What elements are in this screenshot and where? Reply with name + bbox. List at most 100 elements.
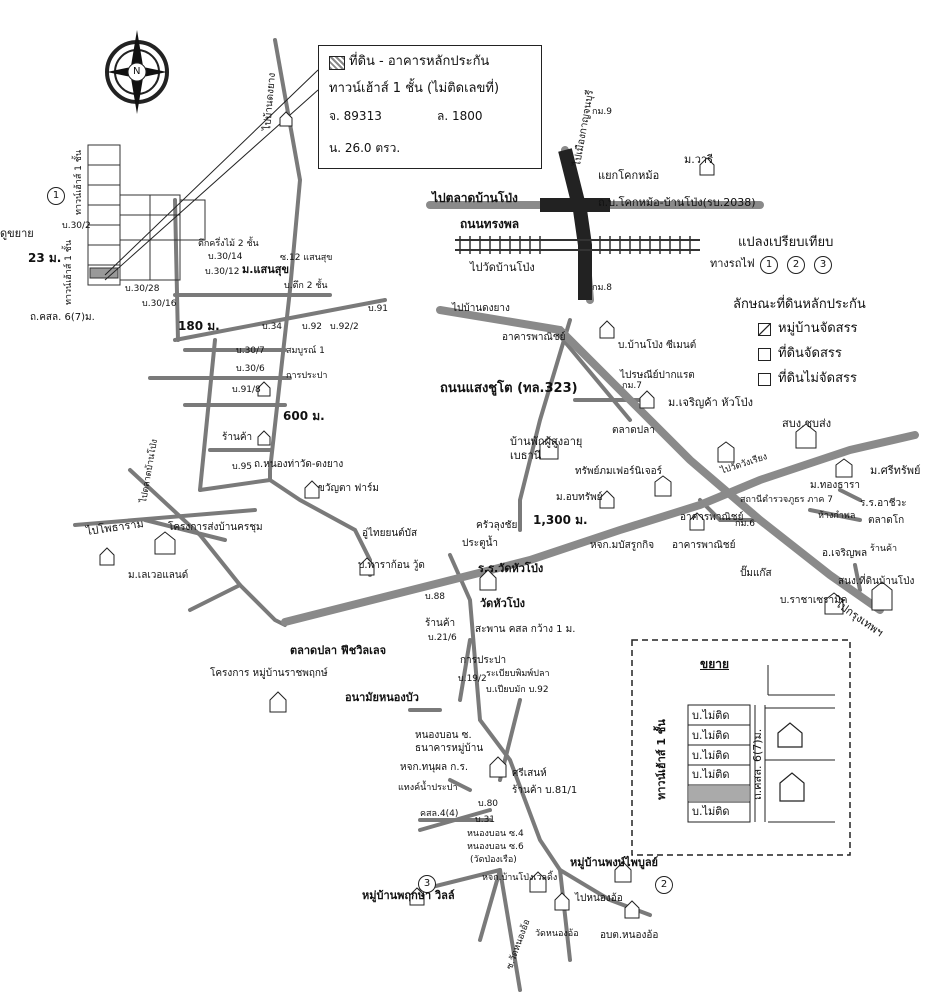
place-b91-8: บ.91/8	[232, 385, 261, 395]
legend-swatch-allocated	[758, 348, 771, 361]
info-land-no: ล. 1800	[437, 109, 483, 123]
map-marker-3: 3	[418, 875, 436, 893]
place-seafood: ตลาดโก	[868, 515, 905, 526]
road-label-nong-o: ไปหนองอ้อ	[575, 893, 623, 904]
place-chaloem: อ.เจริญพล	[822, 548, 868, 559]
place-fish-village: ตลาดปลา ฟีชวิลเลจ	[290, 644, 387, 657]
place-m-thong: ม.ทองธารา	[810, 480, 860, 491]
compass-north-letter: N	[133, 66, 141, 77]
place-kam-pol: ห้างกำพล	[818, 511, 856, 521]
place-bridge: สะพาน คสล กว้าง 1 ม.	[475, 624, 576, 635]
place-b80: บ.80	[478, 799, 499, 809]
hatched-swatch	[329, 56, 345, 70]
distance-180m: 180 ม.	[178, 319, 220, 333]
legend-label-allocated: ที่ดินจัดสรร	[778, 346, 842, 361]
place-khsl4: คสล.4(4)	[420, 809, 459, 819]
place-commercial-2: อาคารพาณิชย์	[672, 540, 736, 551]
legend-title: ลักษณะที่ดินหลักประกัน	[733, 297, 866, 312]
place-hj-mab: หจก.มบัสรูกกิจ	[590, 540, 655, 551]
place-m-lewin: ม.เลเวอแลนด์	[128, 570, 189, 581]
place-water-tank: แทงค์น้ำประปา	[398, 783, 458, 793]
place-shop-600: ร้านค้า	[222, 432, 253, 443]
legend-swatch-unallocated	[758, 373, 771, 386]
inset-row-4: บ.ไม่ติด	[692, 768, 730, 781]
place-sombun-1: สมบูรณ์ 1	[286, 346, 325, 356]
road-label-khok-mo-junction: แยกโคกหม้อ	[598, 169, 660, 182]
place-bay92: ระเบียบพิมพ์ปลา	[486, 669, 550, 679]
place-m-sap-2: ม.ศรีทรัพย์	[870, 464, 921, 477]
place-nongbon: หนองบอน ซ.	[415, 730, 472, 741]
distance-23m: 23 ม.	[28, 251, 62, 265]
place-shop-81: ร้านค้า บ.81/1	[512, 785, 578, 796]
place-wat-tha: วัดหนองอ้อ	[535, 929, 579, 939]
place-wat-huapong: วัดหัวโป่ง	[480, 597, 526, 610]
place-bethany: เบธานี	[510, 449, 542, 462]
info-area: น. 26.0 ตรว.	[329, 141, 401, 155]
place-gas-station: ปั๊มแก๊ส	[740, 568, 772, 579]
place-townhouse-vertical: ทาวน์เฮ้าส์ 1 ชั้น	[74, 149, 84, 215]
place-nong-o-admin: อบต.หนองอ้อ	[600, 930, 659, 941]
place-hj-ban: หจก.บ้านโป่งเวลดิ้ง	[482, 873, 558, 883]
legend-swatch-village	[758, 323, 771, 336]
place-b30-7: บ.30/7	[236, 346, 265, 356]
place-commercial-1: อาคารพาณิชย์	[502, 332, 566, 343]
place-wat-pong: (วัดป่องเรือ)	[470, 855, 517, 865]
road-label-thongphon: ถนนทรงพล	[460, 217, 520, 231]
road-label-km7: กม.7	[622, 381, 642, 391]
place-nong-o-4: หนองบอน ซ.4	[467, 829, 524, 839]
place-zoom-note: ดูขยาย	[0, 227, 34, 240]
place-m-saenson: ม.แสนสุข	[242, 263, 289, 276]
distance-1300m: 1,300 ม.	[533, 513, 588, 527]
inset-side-label: ทาวน์เฮ้าส์ 1 ชั้น	[655, 719, 668, 800]
place-b30-14: บ.30/14	[208, 252, 243, 262]
place-anamai: อนามัยหนองบัว	[345, 691, 419, 704]
place-land-office: สนง.ที่ดินบ้านโป่ง	[838, 576, 915, 587]
inset-row-1: บ.ไม่ติด	[692, 709, 730, 722]
place-school-wat: ร.ร.วัดหัวโป่ง	[478, 562, 544, 575]
place-b30-16: บ.30/16	[142, 299, 177, 309]
inset-title: ขยาย	[700, 657, 730, 671]
place-b30-28: บ.30/28	[125, 284, 160, 294]
place-khrua: ครัวลุงชัย	[476, 520, 518, 531]
inset-row-2: บ.ไม่ติด	[692, 729, 730, 742]
place-m-phrue: หมู่บ้านพฤกษา วิลล์	[362, 889, 455, 902]
place-shop-right: ร้านค้า	[870, 544, 898, 554]
place-floodgate: ประตูน้ำ	[462, 538, 499, 549]
place-vocational-school: ร.ร.อาชีวะ	[860, 498, 907, 509]
place-b92a: บ.92	[302, 322, 323, 332]
place-proj-ban: โครงการส่งบ้านครชุม	[168, 522, 263, 533]
road-label-khok-mo-road: ถ.บ.โคกหม้อ-บ้านโป่ง(รบ.2038)	[598, 196, 756, 209]
inset-road-label: ถ.คสล. 6(7)ม.	[751, 728, 764, 800]
road-label-nong-tha: ถ.หนองท่าวัด-ดงยาง	[254, 459, 344, 470]
road-label-km6: กม.6	[735, 519, 755, 529]
collateral-info-box: ที่ดิน - อาคารหลักประกัน ทาวน์เฮ้าส์ 1 ช…	[318, 45, 542, 169]
place-b88: บ.88	[425, 592, 446, 602]
map-marker-2: 2	[655, 876, 673, 894]
inset-row-3: บ.ไม่ติด	[692, 749, 730, 762]
place-b-karawa: บ.พาราก้อน วู้ด	[358, 560, 425, 571]
place-b30-12: บ.30/12	[205, 267, 240, 277]
place-b91: บ.91	[368, 304, 389, 314]
place-proj-pruk: โครงการ หมู่บ้านราชพฤกษ์	[210, 668, 328, 679]
comparison-marker-3: 3	[814, 256, 832, 274]
legend-label-unallocated: ที่ดินไม่จัดสรร	[778, 371, 857, 386]
road-label-km8: กม.8	[592, 283, 612, 293]
place-shop-1: ร้านค้า	[425, 618, 456, 629]
distance-600m: 600 ม.	[283, 409, 325, 423]
place-b19: บ.19/2	[458, 674, 487, 684]
place-nong-o-6: หนองบอน ซ.6	[467, 842, 524, 852]
road-label-ban-pong-market: ไปตลาดบ้านโป่ง	[432, 191, 518, 205]
info-subtitle: ทาวน์เฮ้าส์ 1 ชั้น (ไม่ติดเลขที่)	[329, 81, 500, 96]
place-snong: สบง.ชบส่ง	[782, 417, 832, 430]
place-ban-tuek-2: ตึกครึ่งไม้ 2 ชั้น	[198, 239, 259, 249]
place-srisat: ศรีเสนห์	[512, 768, 547, 779]
info-title: ที่ดิน - อาคารหลักประกัน	[349, 54, 490, 69]
place-b34: บ.34	[262, 322, 283, 332]
road-label-km9: กม.9	[592, 107, 612, 117]
place-cement: บ.บ้านโป่ง ซีเมนต์	[618, 340, 697, 351]
place-b92-2: บ.92/2	[330, 322, 359, 332]
comparison-marker-2: 2	[787, 256, 805, 274]
place-raja-ceramic: บ.ราชาเซรามิค	[780, 595, 848, 606]
road-label-saengchuto: ถนนแสงชูโต (ทล.323)	[440, 381, 578, 396]
